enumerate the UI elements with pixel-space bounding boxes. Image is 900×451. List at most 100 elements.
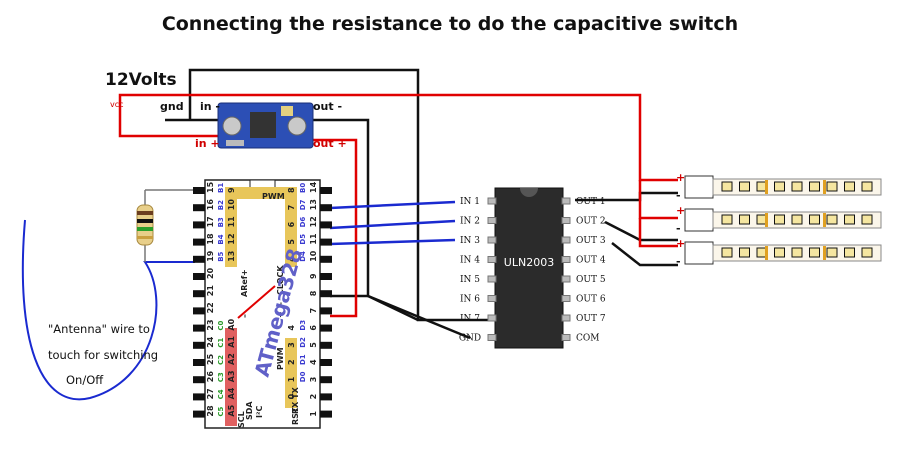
atmega-right-pin [320,324,332,332]
led-chip [826,181,838,192]
atmega-left-pin-number: 19 [206,250,215,262]
strip-connector [684,175,714,199]
atmega-left-pin-number: 25 [206,353,215,365]
atmega-left-pin [193,307,205,315]
gnd-label: gnd [160,100,184,113]
dc-dc-converter [217,102,314,149]
atmega-right-pin-number: 11 [309,233,318,245]
in2-wire [329,219,456,230]
uln2003-chip [494,187,564,349]
uln-left-pin [487,314,497,322]
atmega-left-pin-number: 16 [206,199,215,211]
led-chip [791,181,803,192]
uln-input-label: IN 7 [460,314,480,324]
atmega-right-inner-label: 1 [287,376,296,382]
uln-name: ULN2003 [504,256,554,269]
atmega-portc-label: C4 [217,389,225,399]
sda-label: SDA [245,401,254,420]
uln-right-pin [561,256,571,263]
uln-right-pin [561,236,571,244]
atmega-left-pin-number: 20 [206,267,215,279]
atmega-portb-label: B4 [217,234,225,244]
uln-input-label: IN 2 [460,217,480,227]
atmega-left-pin-number: 21 [206,285,215,297]
atmega-portd-label: D2 [299,337,307,348]
out3-wire [611,242,678,267]
in1-wire [329,200,456,210]
atmega-left-pin-number: 22 [206,302,215,313]
red-wires [118,93,678,318]
aref-label: ARef [240,275,249,297]
vcc-label: vcc [110,100,124,109]
uln-output-label: OUT 7 [576,314,606,324]
rx-tx-label: RX TX [291,386,300,414]
atmega-left-inner-label: A2 [227,353,236,365]
uln-right-pin [561,275,571,283]
strip-minus-label: - [676,255,681,268]
uln-left-pin [487,217,497,224]
converter-out-plus: out + [313,137,347,150]
pwm-mid-label: PWM [276,347,285,370]
atmega-left-inner-label: 13 [227,251,236,262]
atmega-right-pin-number: 14 [309,181,318,193]
uln-input-label: IN 6 [460,295,480,305]
atmega-right-pin-number: 12 [309,216,318,227]
out-plus-wire [310,138,358,318]
strip-minus-label: - [676,189,681,202]
uln-output-label: OUT 6 [576,295,606,305]
atmega-right-pin-number: 9 [309,273,318,279]
atmega-portb-label: B1 [217,183,225,193]
converter-in-plus: in + [195,137,220,150]
atmega328-board [204,179,321,429]
strip-cut-mark [823,180,826,194]
atmega-right-pin [320,359,332,366]
blue-wires [21,200,456,401]
led-chip [861,247,873,258]
atmega-left-inner-label: A1 [227,336,236,348]
atmega-right-pin-number: 8 [309,290,318,296]
atmega-portd-label: D1 [299,354,307,365]
strip-cut-mark [765,246,768,260]
atmega-portd-label: D5 [299,234,307,245]
atmega-plus-top: + [240,269,249,276]
atmega-left-inner-label: 11 [227,216,236,228]
led-chip [739,181,750,192]
uln-output-label: OUT 4 [576,256,606,266]
uln-left-pin [487,334,497,341]
atmega-right-inner-label: 2 [287,359,296,365]
scl-label: SCL [237,411,246,428]
atmega-left-inner-label: 12 [227,233,236,244]
uln-gnd-label: GND [459,334,481,344]
strip-plus-label: + [676,204,685,217]
strip-plus-label: + [676,237,685,250]
atmega-right-pin [320,204,332,212]
atmega-portd-label: D6 [299,217,307,228]
led-chip [739,214,750,225]
uln-left-pin [487,256,497,263]
led-chip [861,181,873,192]
atmega-left-pin-number: 27 [206,388,215,399]
led-chip [844,214,855,225]
uln-output-label: OUT 1 [576,197,606,207]
atmega-left-pin [193,187,205,194]
atmega-left-pin [193,359,205,366]
uln-right-pin [561,217,571,224]
atmega-right-inner-label: 8 [287,187,296,193]
converter-in-minus: in - [200,100,220,113]
antenna-text-3: On/Off [66,373,104,387]
led-chip [861,214,873,225]
uln-input-label: IN 4 [460,256,480,266]
vcc-rail-wire [118,93,678,182]
gnd-rail-wire [188,68,570,322]
led-chip [739,247,750,258]
strip-cut-mark [823,213,826,227]
uln-input-label: IN 1 [460,197,480,207]
uln-input-label: IN 3 [460,236,480,246]
atmega-portb-label: B5 [217,251,225,261]
atmega-right-pin-number: 5 [309,342,318,348]
atmega-portb-label: B2 [217,200,225,210]
uln-right-pin [561,197,571,205]
